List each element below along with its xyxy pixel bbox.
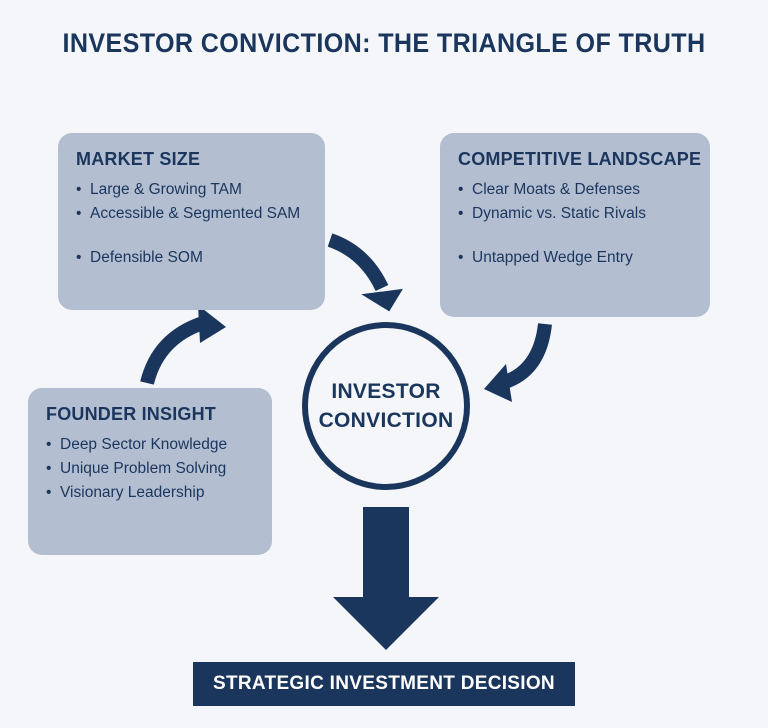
conviction-line-1: INVESTOR [331,380,441,403]
investor-conviction-node: INVESTOR CONVICTION [302,322,470,490]
founder-insight-list: Deep Sector Knowledge Unique Problem Sol… [46,433,254,505]
market-size-card: MARKET SIZE Large & Growing TAM Accessib… [58,133,325,310]
competitive-landscape-title: COMPETITIVE LANDSCAPE [458,149,702,169]
list-item: Deep Sector Knowledge [46,433,254,457]
list-item: Defensible SOM [76,246,307,270]
strategic-decision-banner: STRATEGIC INVESTMENT DECISION [193,662,575,706]
list-item: Unique Problem Solving [46,457,254,481]
list-item: Accessible & Segmented SAM [76,202,307,226]
arrow-competitive-to-conviction [484,323,552,402]
competitive-landscape-list: Clear Moats & Defenses Dynamic vs. Stati… [458,178,692,270]
competitive-landscape-card: COMPETITIVE LANDSCAPE Clear Moats & Defe… [440,133,710,317]
page-title: INVESTOR CONVICTION: THE TRIANGLE OF TRU… [62,28,706,58]
list-item: Visionary Leadership [46,481,254,505]
list-item: Large & Growing TAM [76,178,307,202]
list-item: Untapped Wedge Entry [458,246,692,270]
list-item: Dynamic vs. Static Rivals [458,202,692,226]
arrow-founder-to-market [140,305,226,385]
market-size-title: MARKET SIZE [76,149,201,169]
list-item: Clear Moats & Defenses [458,178,692,202]
conviction-line-2: CONVICTION [318,409,454,432]
arrow-market-to-conviction [327,233,403,312]
market-size-list: Large & Growing TAM Accessible & Segment… [76,178,307,270]
founder-insight-card: FOUNDER INSIGHT Deep Sector Knowledge Un… [28,388,272,555]
founder-insight-title: FOUNDER INSIGHT [46,404,217,424]
arrow-conviction-to-decision [333,507,439,650]
